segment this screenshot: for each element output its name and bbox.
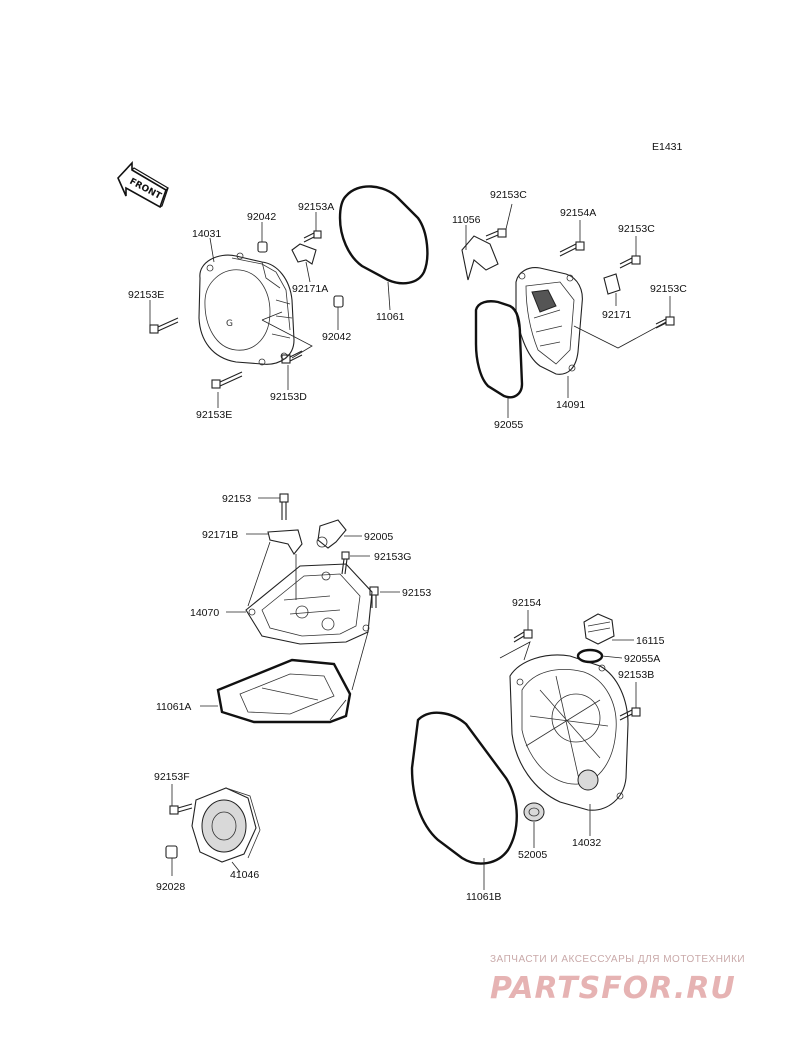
bracket-92171A [291,243,317,265]
gasket-92055 [474,300,524,399]
label-92153C-top: 92153C [490,189,527,201]
label-92171: 92171 [602,309,631,321]
clip-92171 [603,273,621,295]
bolt-92153A [303,230,322,243]
cap-16115 [583,613,615,645]
label-92028: 92028 [156,881,185,893]
label-92055A: 92055A [624,653,660,665]
label-92042b: 92042 [322,331,351,343]
bolt-92153D [281,350,303,364]
label-41046: 41046 [230,869,259,881]
label-92153C-right: 92153C [618,223,655,235]
bolt-92154 [513,629,533,643]
gasket-11061A [216,658,352,724]
label-92153A: 92153A [298,201,334,213]
label-92153B: 92153B [618,669,654,681]
label-92171B: 92171B [202,529,238,541]
label-92153E-left: 92153E [128,289,164,301]
gasket-11061 [338,185,429,285]
cover-14032 [509,654,629,811]
cover-14091 [515,267,583,375]
label-14070: 14070 [190,607,219,619]
label-92153C-far: 92153C [650,283,687,295]
diagram-code: E1431 [652,141,683,153]
front-arrow-icon: FRONT [117,160,169,209]
bolt-92153-mid [369,586,379,608]
label-92154A: 92154A [560,207,596,219]
label-11056: 11056 [452,214,481,226]
label-52005: 52005 [518,849,547,861]
label-11061A: 11061A [156,701,191,713]
label-14091: 14091 [556,399,585,411]
label-14031: 14031 [192,228,221,240]
bolt-92153C-right [619,255,641,269]
cover-14031: G [198,252,295,366]
label-14032: 14032 [572,837,601,849]
cover-41046 [191,787,261,863]
o-ring-92055A [576,648,604,664]
label-92153D: 92153D [270,391,307,403]
bracket-92171B [267,529,303,555]
bracket-11056 [461,235,499,281]
svg-text:G: G [226,319,233,329]
label-92154: 92154 [512,597,541,609]
watermark-logo: PARTSFOR.RU [490,971,736,1006]
dowel-92042b [333,295,344,308]
label-11061B: 11061B [466,891,501,903]
label-92055: 92055 [494,419,523,431]
label-11061: 11061 [376,311,405,323]
seal-52005 [523,802,545,822]
bolt-92153E-left [149,317,179,334]
bolt-92153G [341,551,350,575]
bolt-92153-top [279,493,289,520]
dowel-92042a [257,241,268,253]
cover-14070 [245,563,373,645]
elbow-92005 [316,519,347,549]
label-16115: 16115 [636,635,665,647]
label-92005: 92005 [364,531,393,543]
bolt-92154A [559,241,585,257]
bolt-92153E-bottom [211,371,243,389]
label-92153F: 92153F [154,771,190,783]
bolt-92153F [169,803,193,815]
label-92042a: 92042 [247,211,276,223]
label-92153G: 92153G [374,551,411,563]
gasket-11061B [410,711,518,865]
bolt-92153B [619,707,641,721]
label-92153E-bottom: 92153E [196,409,232,421]
watermark-tagline: ЗАПЧАСТИ И АКСЕССУАРЫ ДЛЯ МОТОТЕХНИКИ [490,954,745,965]
bolt-92153C-top [485,228,507,241]
dowel-92028 [165,845,178,859]
label-92153-mid: 92153 [402,587,431,599]
label-92153-top: 92153 [222,493,251,505]
label-92171A: 92171A [292,283,328,295]
